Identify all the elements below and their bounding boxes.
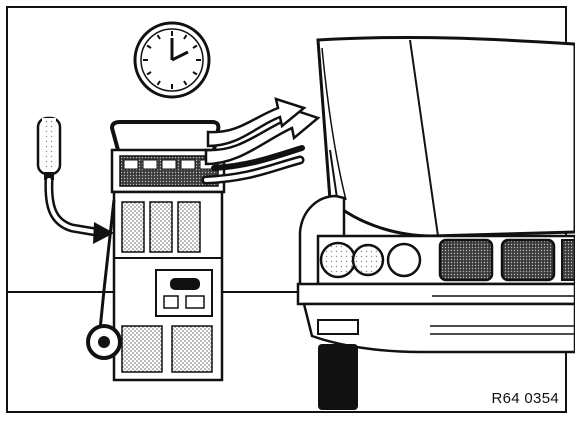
flow-arrow xyxy=(93,222,114,244)
bottle-hose xyxy=(44,175,101,237)
flow-arrow xyxy=(206,97,307,148)
flow-arrow xyxy=(204,106,321,166)
service-hose xyxy=(211,145,305,171)
refrigerant-bottle xyxy=(36,116,62,180)
ac-service-station xyxy=(86,120,226,382)
clock-icon xyxy=(133,21,211,99)
figure-reference-code: R64 0354 xyxy=(491,390,559,407)
car-front-hood-open xyxy=(296,35,575,410)
